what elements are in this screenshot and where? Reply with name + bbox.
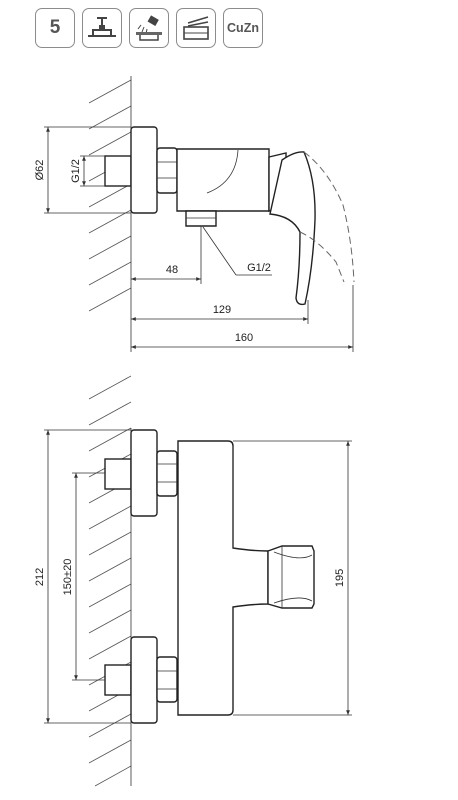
outlet-thread-label: G1/2: [247, 262, 271, 274]
icon-bar: 5 CuZn: [35, 8, 263, 50]
inlet-pipe-upper: [104, 458, 132, 490]
wall-rosette-lower: [130, 636, 158, 724]
inlet-pipe-lower: [104, 664, 132, 696]
connection-nut-lower: [156, 656, 178, 703]
material-badge: CuZn: [223, 8, 263, 48]
dimension-129-label: 129: [213, 304, 231, 316]
wall-hatching-top: [88, 79, 132, 312]
side-view: Ø62 G1/2 48 G1/2 129 160: [34, 76, 355, 352]
dimension-48-label: 48: [166, 264, 178, 276]
wall-rosette-side: [130, 126, 158, 214]
cartridge-head-front: [267, 545, 315, 609]
material-label: CuZn: [227, 21, 259, 35]
lever-handle-icon: [176, 8, 216, 48]
shower-bath-icon: [129, 8, 169, 48]
lever-raised-position: [303, 151, 355, 283]
front-view: 212 150±20 195: [34, 375, 352, 787]
connection-nut-upper: [156, 450, 178, 497]
dimension-195-label: 195: [334, 569, 346, 587]
connection-nut-side: [156, 147, 178, 194]
flow-class-badge: 5: [35, 8, 75, 48]
mixer-body-side: [176, 148, 270, 212]
mixer-body-front: [177, 440, 269, 716]
dimension-212-label: 212: [34, 568, 46, 586]
flow-class-label: 5: [49, 17, 61, 38]
wall-mixer-icon: [82, 8, 122, 48]
wall-rosette-upper: [130, 429, 158, 517]
dimension-150-label: 150±20: [62, 559, 74, 596]
wall-hatching-bottom: [88, 375, 132, 787]
inlet-thread-label: G1/2: [70, 159, 82, 183]
diameter-dimension-label: Ø62: [34, 160, 46, 181]
dimension-160-label: 160: [235, 332, 253, 344]
shower-outlet-side: [185, 210, 217, 227]
inlet-pipe-side: [104, 155, 132, 187]
